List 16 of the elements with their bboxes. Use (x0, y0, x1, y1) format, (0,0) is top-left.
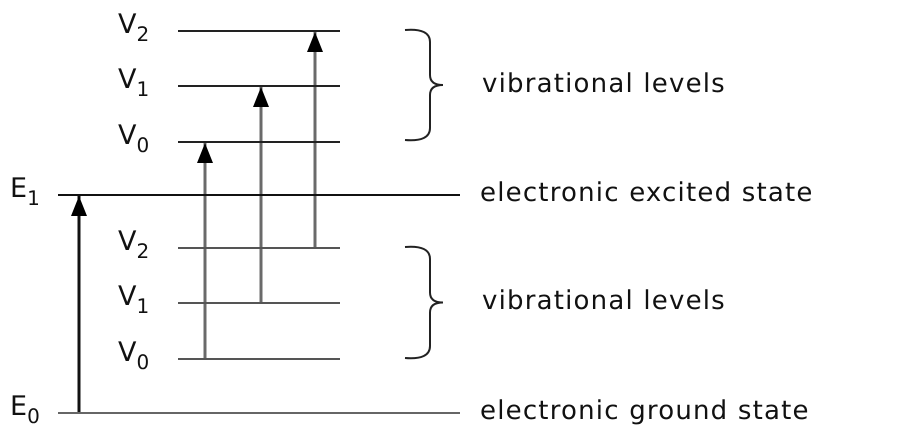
level-label: V$_{0}$ (118, 121, 150, 151)
transition-arrow (307, 32, 323, 247)
level-label: V$_{2}$ (118, 227, 150, 257)
transition-arrow (253, 87, 269, 302)
state-label: electronic ground state (480, 396, 810, 426)
level-label: V$_{2}$ (118, 10, 150, 40)
state-label: electronic excited state (480, 178, 814, 208)
group-label: vibrational levels (482, 69, 726, 99)
level-label: E$_{1}$ (10, 174, 40, 204)
level-label: V$_{1}$ (118, 65, 150, 95)
level-label: V$_{1}$ (118, 282, 150, 312)
transition-arrow (197, 143, 213, 358)
level-label: V$_{0}$ (118, 338, 150, 368)
transition-arrow (71, 196, 87, 412)
level-label: E$_{0}$ (10, 392, 40, 422)
group-label: vibrational levels (482, 286, 726, 316)
